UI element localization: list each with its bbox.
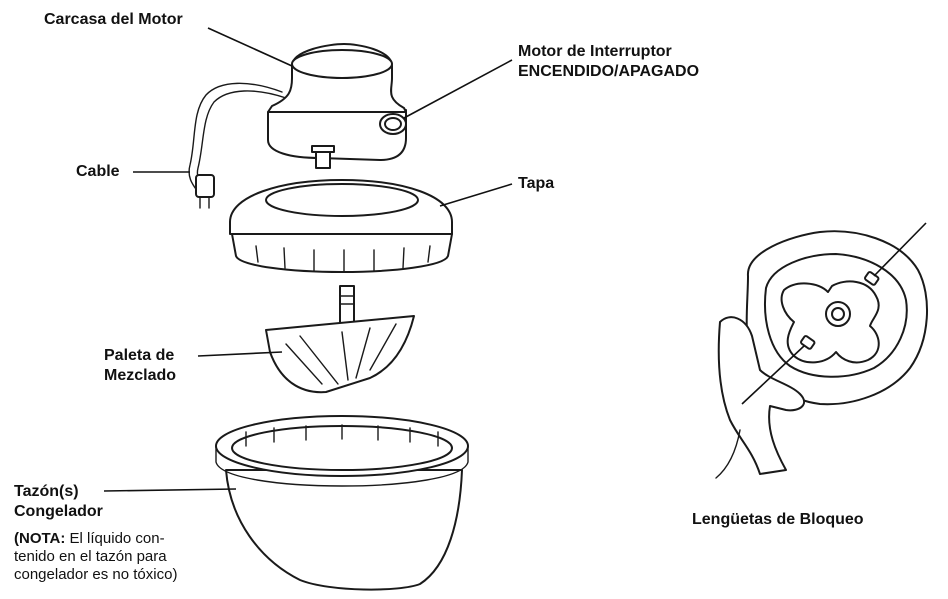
- label-lid: Tapa: [518, 175, 555, 192]
- label-switch-line2: ENCENDIDO/APAGADO: [518, 63, 700, 80]
- label-paddle-line1: Paleta de: [104, 347, 175, 364]
- label-motor-housing: Carcasa del Motor: [44, 11, 183, 28]
- label-paddle-line2: Mezclado: [104, 367, 177, 384]
- label-switch-line1: Motor de Interruptor: [518, 43, 672, 60]
- label-cord: Cable: [76, 163, 120, 180]
- lid: [229, 179, 453, 273]
- motor-housing: [188, 43, 407, 209]
- note-line1: (NOTA: El líquido con-: [14, 530, 165, 548]
- freezer-bowl: [215, 415, 469, 591]
- note-line3: congelador es no tóxico): [14, 566, 178, 583]
- label-locking-tabs: Lengüetas de Bloqueo: [692, 511, 864, 528]
- note-bold: (NOTA:: [14, 530, 66, 547]
- note-line2: tenido en el tazón para: [14, 548, 167, 565]
- mixing-paddle: [265, 285, 415, 394]
- label-bowl-line1: Tazón(s): [14, 483, 79, 500]
- note-line1-rest: El líquido con-: [65, 530, 165, 547]
- label-bowl-line2: Congelador: [14, 503, 103, 520]
- locking-tabs-detail: [715, 230, 928, 479]
- leader-lines: [103, 27, 927, 492]
